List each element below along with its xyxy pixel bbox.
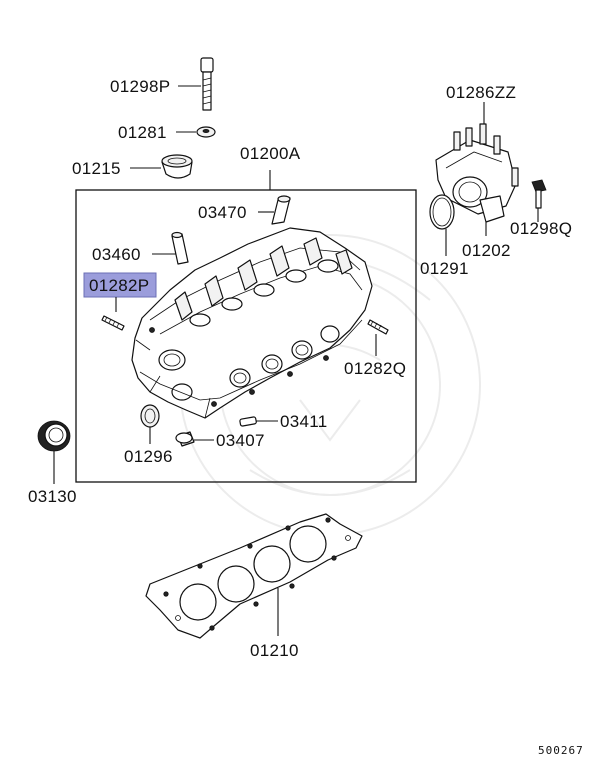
label-03460: 03460 bbox=[92, 245, 141, 264]
head-gasket-01210[interactable] bbox=[145, 513, 363, 639]
stud-01282P[interactable] bbox=[101, 315, 125, 331]
label-01282Q: 01282Q bbox=[344, 359, 406, 378]
label-01215: 01215 bbox=[72, 159, 121, 178]
label-01298Q: 01298Q bbox=[510, 219, 572, 238]
label-03411: 03411 bbox=[280, 412, 328, 431]
seal-01215[interactable] bbox=[161, 154, 193, 179]
label-01202: 01202 bbox=[462, 241, 511, 260]
label-01281: 01281 bbox=[118, 123, 167, 142]
label-01296: 01296 bbox=[124, 447, 173, 466]
label-03470: 03470 bbox=[198, 203, 247, 222]
cylinder-head[interactable] bbox=[131, 227, 373, 419]
pin-03460[interactable] bbox=[171, 231, 189, 265]
oil-seal-03130[interactable] bbox=[37, 420, 71, 452]
label-01291: 01291 bbox=[420, 259, 469, 278]
label-01282P[interactable]: 01282P bbox=[89, 276, 149, 295]
label-03130: 03130 bbox=[28, 487, 77, 506]
pin-03470[interactable] bbox=[271, 195, 291, 225]
plug-03411[interactable] bbox=[239, 416, 257, 427]
label-03407: 03407 bbox=[216, 431, 265, 450]
label-01286ZZ: 01286ZZ bbox=[446, 83, 516, 102]
label-01298P: 01298P bbox=[110, 77, 170, 96]
housing-01286ZZ[interactable] bbox=[435, 123, 519, 223]
label-01210: 01210 bbox=[250, 641, 299, 660]
washer-01281[interactable] bbox=[196, 126, 216, 138]
plug-03407[interactable] bbox=[175, 431, 195, 447]
cap-01296[interactable] bbox=[140, 404, 160, 428]
bolt-01298P[interactable] bbox=[200, 57, 214, 111]
highlight-01282P bbox=[83, 272, 157, 298]
stud-01282Q[interactable] bbox=[367, 319, 389, 335]
assembly-box bbox=[75, 189, 417, 483]
label-01200A: 01200A bbox=[240, 144, 301, 163]
reference-code: 500267 bbox=[538, 744, 584, 757]
o-ring-01291[interactable] bbox=[429, 194, 455, 230]
bolt-01298Q[interactable] bbox=[531, 179, 547, 209]
